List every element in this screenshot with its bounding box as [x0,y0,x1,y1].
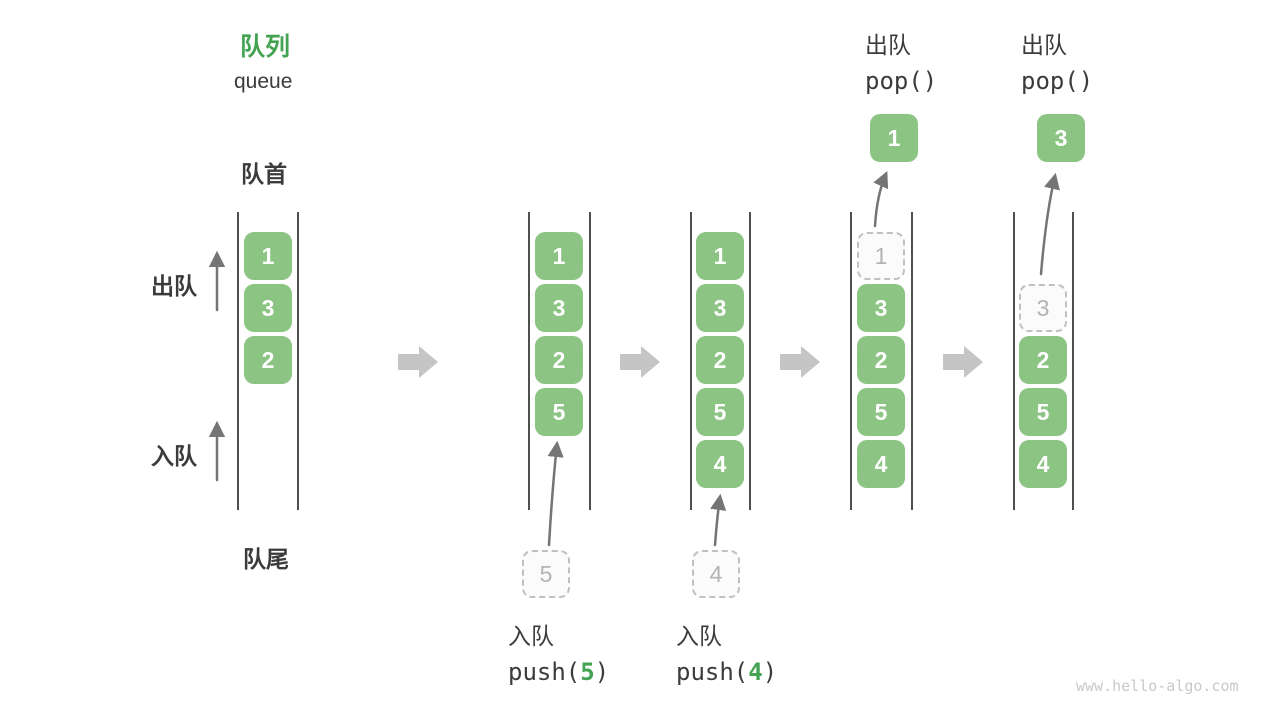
queue4-element: 5 [857,388,905,436]
queue2-right-wall [589,212,591,510]
queue3-element: 4 [696,440,744,488]
transition-arrow-1-icon [398,346,438,378]
op-pop-2: 出队 pop() [1021,27,1093,99]
queue1-right-wall [297,212,299,510]
op-pop-1-name: 出队 [865,32,911,58]
queue2-left-wall [528,212,530,510]
queue3-element: 5 [696,388,744,436]
label-enqueue-side: 入队 [151,443,197,469]
queue2-element: 1 [535,232,583,280]
queue1-element: 3 [244,284,292,332]
queue2-element: 5 [535,388,583,436]
label-queue-front: 队首 [241,161,287,187]
transition-arrow-4-icon [943,346,983,378]
queue5-removed-element: 3 [1019,284,1067,332]
op-pop-2-code: pop() [1021,67,1094,95]
queue1-element: 1 [244,232,292,280]
pop3-arrow-icon [1039,172,1060,276]
queue5-right-wall [1072,212,1074,510]
queue5-element: 5 [1019,388,1067,436]
queue4-popped-element: 1 [870,114,918,162]
watermark: www.hello-algo.com [1076,677,1239,695]
queue4-element: 2 [857,336,905,384]
queue4-element: 3 [857,284,905,332]
op-push-4-name: 入队 [676,623,722,649]
transition-arrow-2-icon [620,346,660,378]
queue1-element: 2 [244,336,292,384]
pop1-arrow-icon [873,171,889,228]
queue5-popped-element: 3 [1037,114,1085,162]
queue1-left-wall [237,212,239,510]
label-dequeue-side: 出队 [151,273,197,299]
op-push-4-code: push(4) [676,654,777,690]
op-push-5-code-suffix: ) [594,658,610,686]
op-push-4-code-prefix: push( [676,658,749,686]
queue2-element: 2 [535,336,583,384]
queue3-left-wall [690,212,692,510]
queue5-element: 4 [1019,440,1067,488]
queue4-left-wall [850,212,852,510]
push4-arrow-icon [710,493,727,547]
queue2-incoming-element: 5 [522,550,570,598]
op-pop-1-code: pop() [865,67,938,95]
op-push-5-name: 入队 [508,623,554,649]
op-push-4: 入队 push(4) [676,618,777,690]
diagram-title-zh: 队列 [240,33,291,61]
op-push-4-arg: 4 [748,658,763,686]
queue4-right-wall [911,212,913,510]
op-push-5: 入队 push(5) [508,618,609,690]
op-push-4-code-suffix: ) [762,658,778,686]
queue5-element: 2 [1019,336,1067,384]
diagram-title-en: queue [234,70,293,93]
queue2-element: 3 [535,284,583,332]
op-push-5-code-prefix: push( [508,658,581,686]
queue4-element: 4 [857,440,905,488]
label-queue-rear: 队尾 [243,546,289,572]
queue4-removed-element: 1 [857,232,905,280]
queue3-element: 3 [696,284,744,332]
queue3-incoming-element: 4 [692,550,740,598]
op-push-5-code: push(5) [508,654,609,690]
queue3-right-wall [749,212,751,510]
queue3-element: 2 [696,336,744,384]
op-push-5-arg: 5 [580,658,595,686]
queue5-left-wall [1013,212,1015,510]
queue3-element: 1 [696,232,744,280]
push5-arrow-icon [547,440,564,547]
op-pop-1: 出队 pop() [865,27,937,99]
transition-arrow-3-icon [780,346,820,378]
op-pop-2-name: 出队 [1021,32,1067,58]
